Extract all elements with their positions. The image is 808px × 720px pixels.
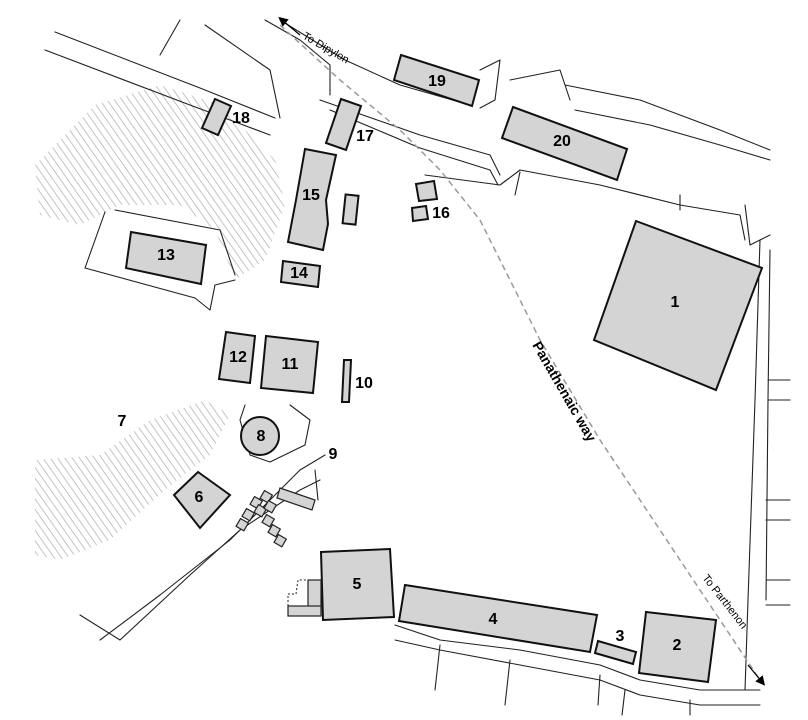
building-14: 14 <box>279 259 322 289</box>
svg-text:7: 7 <box>118 413 127 430</box>
building-10: 10 <box>340 359 373 403</box>
building-3: 3 <box>593 628 638 666</box>
parthenon-arrow-icon <box>747 664 766 686</box>
svg-text:11: 11 <box>282 356 299 373</box>
building-12: 12 <box>217 330 257 385</box>
building-19: 19 <box>392 53 481 108</box>
svg-text:15: 15 <box>302 187 320 204</box>
building-18: 18 <box>200 97 250 137</box>
small-structures-near-9 <box>235 487 316 548</box>
building-20: 20 <box>500 105 629 182</box>
area-9-label: 9 <box>329 446 338 463</box>
hatched-area-northwest <box>35 85 285 280</box>
svg-text:16: 16 <box>432 205 450 222</box>
svg-text:9: 9 <box>329 446 338 463</box>
street-outlines <box>44 19 791 716</box>
hatched-area-southwest <box>35 400 230 560</box>
dipylon-arrow-icon <box>278 16 301 36</box>
svg-text:18: 18 <box>232 110 250 127</box>
svg-text:5: 5 <box>353 576 362 593</box>
svg-text:1: 1 <box>671 294 680 311</box>
svg-text:3: 3 <box>616 628 625 645</box>
building-8: 8 <box>240 416 280 456</box>
svg-text:4: 4 <box>489 611 498 628</box>
building-6: 6 <box>172 470 232 530</box>
svg-text:10: 10 <box>355 375 373 392</box>
svg-text:8: 8 <box>257 428 266 445</box>
building-17: 17 <box>324 97 374 152</box>
building-11: 11 <box>259 334 320 395</box>
svg-text:12: 12 <box>229 349 247 366</box>
building-5: 5 <box>287 547 396 622</box>
svg-text:19: 19 <box>428 73 446 90</box>
area-7-label: 7 <box>118 413 127 430</box>
panathenaic-way-label: Panathenaic way <box>529 339 599 445</box>
svg-text:2: 2 <box>673 637 682 654</box>
building-13: 13 <box>124 230 208 286</box>
building-16: 16 <box>410 179 450 222</box>
building-15: 15 <box>286 147 360 252</box>
svg-text:17: 17 <box>356 128 374 145</box>
panathenaic-way-route <box>279 24 761 681</box>
building-1: 1 <box>592 219 764 392</box>
building-2: 2 <box>637 610 718 684</box>
svg-text:13: 13 <box>157 247 175 264</box>
svg-text:6: 6 <box>195 489 204 506</box>
svg-text:14: 14 <box>290 265 308 282</box>
svg-text:20: 20 <box>553 133 571 150</box>
building-4: 4 <box>397 583 599 654</box>
